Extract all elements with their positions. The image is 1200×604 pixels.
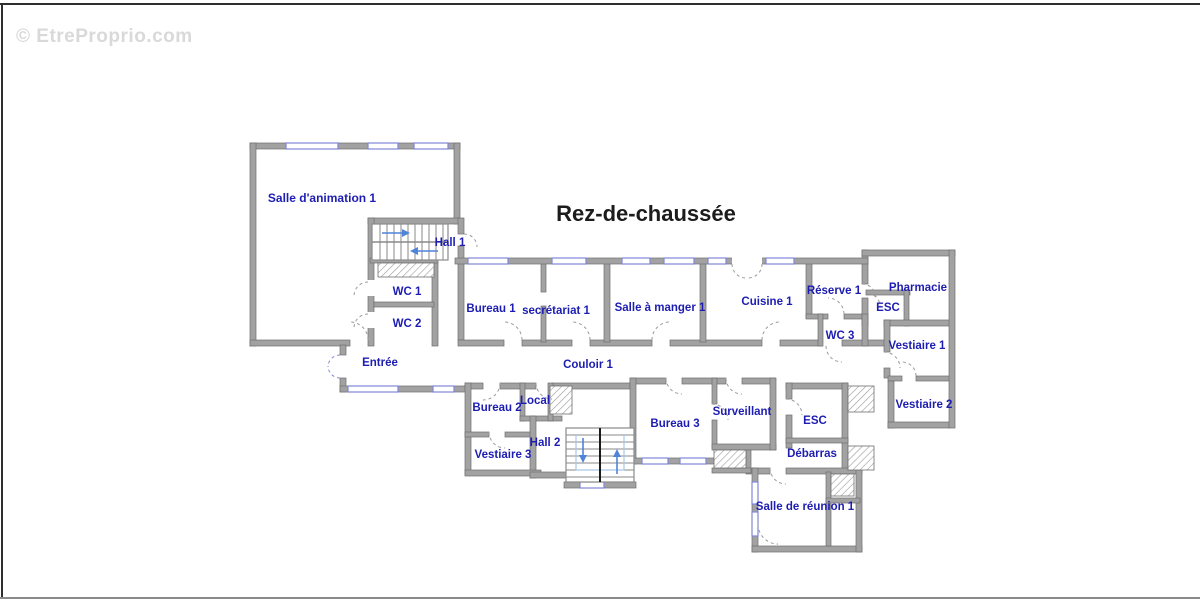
door-gaps (367, 257, 762, 328)
frame-border-top (0, 3, 1200, 5)
windows (285, 142, 795, 537)
lower-staircase (565, 427, 635, 483)
stairs-direction-up-icon (613, 449, 621, 474)
door-arcs (327, 233, 917, 545)
stairs-direction-right-icon (382, 229, 410, 237)
plan-title: Rez-de-chaussée (556, 201, 736, 226)
upper-staircase (371, 223, 449, 261)
watermark: © EtreProprio.com (16, 26, 193, 47)
hatched-areas (377, 262, 875, 497)
frame-border-bottom (0, 597, 1200, 599)
stairs-direction-left-icon (410, 247, 438, 255)
frame-border-left (1, 3, 3, 597)
stairs-direction-down-icon (579, 438, 587, 463)
